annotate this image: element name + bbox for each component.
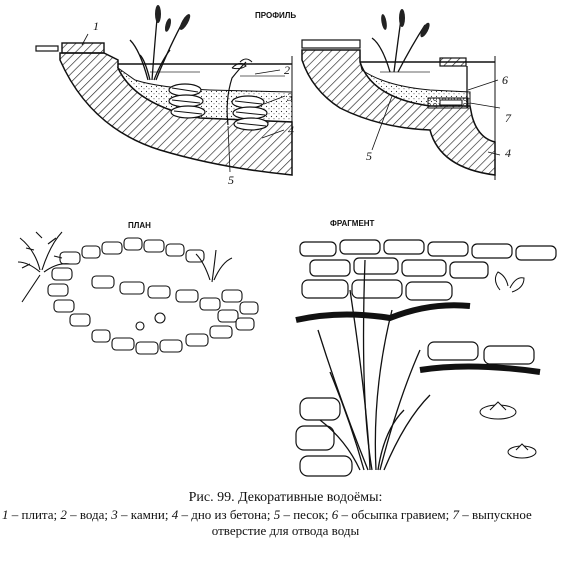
legend-text-6: – обсыпка гравием; [338,507,453,522]
callout-1: 1 [93,19,99,33]
legend-text-5: – песок; [280,507,332,522]
profile-left-diagram [35,5,293,176]
heading-fragment: ФРАГМЕНТ [330,219,375,228]
fragment-reeds [317,259,431,471]
figure-caption-legend: 1 – плита; 2 – вода; 3 – камни; 4 – дно … [2,507,571,523]
callout-3: 3 [286,90,293,104]
figure-caption-legend-line2: отверстие для отвода воды [211,523,360,538]
legend-num-3: 3 [111,507,118,522]
heading-plan: ПЛАН [128,221,151,230]
legend-text-1: – плита; [8,507,61,522]
callout-2: 2 [284,63,290,77]
fragment-water-lilies [479,271,537,459]
legend-text-7: – выпускное [458,507,532,522]
plan-diagram [47,237,259,355]
legend-text-4: – дно из бетона; [178,507,274,522]
callout-6: 6 [502,73,508,87]
legend-num-7: 7 [452,507,459,522]
heading-profile: ПРОФИЛЬ [255,11,296,20]
fragment-diagram [295,239,557,477]
figure-caption-title: Рис. 99. Декоративные водоёмы: [188,490,383,505]
legend-num-5: 5 [273,507,281,522]
profile-right-diagram [301,9,501,180]
plan-plants [17,231,233,331]
callout-4-right: 4 [505,146,511,160]
figure-illustration: ПРОФИЛЬ 1 2 3 4 5 6 [17,5,557,477]
legend-num-4: 4 [171,507,179,522]
legend-num-6: 6 [331,507,339,522]
callout-5-right: 5 [366,149,372,163]
callout-7: 7 [505,111,512,125]
callout-5-left: 5 [228,173,234,187]
legend-text-3: – камни; [117,507,172,522]
callout-4-left: 4 [288,123,294,137]
legend-num-1: 1 [2,507,9,522]
legend-text-2: – вода; [66,507,112,522]
legend-num-2: 2 [60,507,67,522]
